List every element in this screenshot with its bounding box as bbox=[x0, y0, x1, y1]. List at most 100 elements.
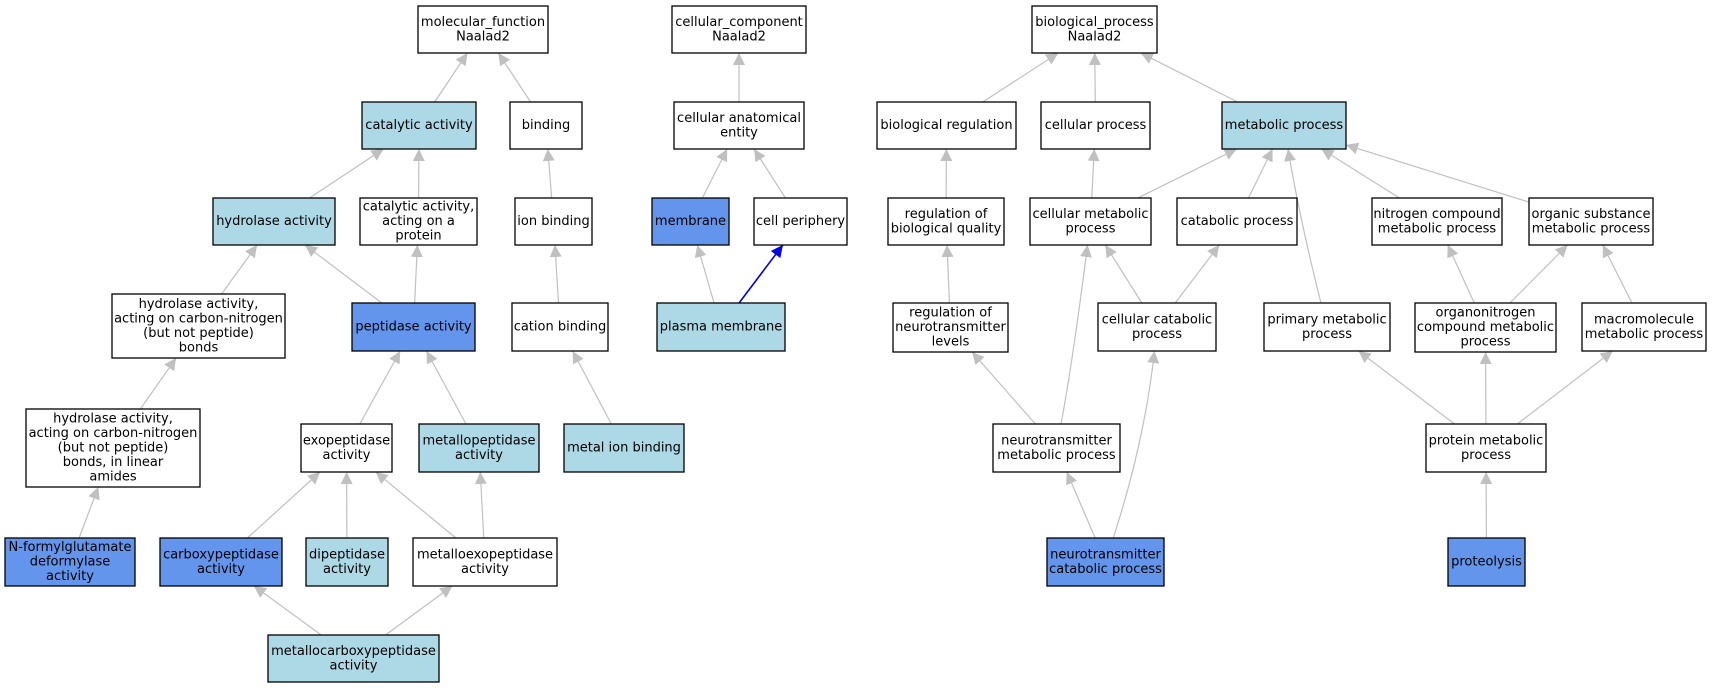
term-box bbox=[1176, 197, 1298, 246]
term-box bbox=[1029, 197, 1152, 246]
edge-binding-to-mf bbox=[497, 52, 532, 103]
edge-carboxy-to-exopep bbox=[247, 471, 321, 539]
edge-protmet-to-macro bbox=[1516, 350, 1614, 425]
term-node-catab: catabolic process bbox=[1176, 197, 1298, 246]
term-label: metal ion binding bbox=[567, 441, 681, 456]
edge-orgnitro-to-organic bbox=[1509, 244, 1569, 304]
term-box bbox=[361, 101, 477, 150]
term-box bbox=[111, 293, 286, 359]
edge-membrane-to-cae bbox=[701, 148, 728, 199]
edge-line bbox=[701, 148, 728, 199]
term-box bbox=[159, 537, 283, 587]
term-label: macromolecule bbox=[1594, 312, 1694, 327]
edge-hcnlin-to-hcn bbox=[139, 357, 177, 410]
edge-line bbox=[1247, 148, 1274, 199]
edge-macro-to-organic bbox=[1602, 244, 1633, 304]
term-node-ionbind: ion binding bbox=[514, 197, 593, 246]
term-label: biological quality bbox=[891, 221, 1002, 236]
term-label: activity bbox=[323, 562, 371, 577]
edge-line bbox=[359, 350, 401, 425]
edge-neurocat-to-neurometab bbox=[1066, 471, 1096, 539]
term-label: activity bbox=[455, 448, 503, 463]
edge-metexo-to-metallopep bbox=[474, 471, 487, 539]
edge-line bbox=[1087, 148, 1100, 199]
term-label: cell periphery bbox=[756, 214, 846, 229]
term-label: Naalad2 bbox=[1068, 29, 1122, 44]
term-node-plasma: plasma membrane bbox=[656, 302, 786, 352]
edge-line bbox=[247, 471, 321, 539]
term-label: organic substance bbox=[1532, 207, 1651, 222]
term-label: process bbox=[1461, 448, 1511, 463]
term-label: Naalad2 bbox=[456, 29, 510, 44]
edge-line bbox=[1358, 350, 1455, 425]
term-label: metalloexopeptidase bbox=[417, 547, 553, 562]
edge-line bbox=[1112, 350, 1160, 539]
term-box bbox=[4, 537, 136, 587]
term-label: cellular metabolic bbox=[1033, 207, 1149, 222]
term-box bbox=[25, 408, 201, 488]
term-label: catalytic activity bbox=[365, 118, 473, 133]
term-label: catabolic process bbox=[1181, 214, 1294, 229]
term-label: activity bbox=[197, 562, 245, 577]
term-box bbox=[1040, 101, 1151, 150]
term-node-proteolysis: proteolysis bbox=[1447, 537, 1526, 587]
term-label: metallopeptidase bbox=[422, 433, 535, 448]
term-label: plasma membrane bbox=[660, 320, 783, 335]
term-node-periphery: cell periphery bbox=[753, 197, 848, 246]
term-label: neurotransmitter bbox=[1050, 547, 1161, 562]
edge-regneuro-to-regbioq bbox=[941, 244, 954, 304]
term-label: activity bbox=[46, 569, 94, 584]
edge-line bbox=[1088, 52, 1101, 103]
term-box bbox=[1528, 197, 1654, 246]
term-label: process bbox=[1302, 327, 1352, 342]
term-label: (but not peptide) bbox=[143, 326, 254, 341]
term-box bbox=[1414, 302, 1557, 353]
edge-bioreg-to-bp bbox=[982, 52, 1059, 103]
edge-cellcat-to-catab bbox=[1174, 244, 1220, 304]
term-box bbox=[509, 101, 583, 150]
term-label: cation binding bbox=[514, 320, 607, 335]
term-label: peptidase activity bbox=[355, 320, 472, 335]
term-box bbox=[418, 423, 540, 473]
edge-metcarboxy-to-carboxy bbox=[253, 585, 322, 636]
term-label: activity bbox=[323, 448, 371, 463]
edge-line bbox=[1284, 148, 1322, 304]
term-box bbox=[359, 197, 478, 246]
term-label: metallocarboxypeptidase bbox=[271, 644, 436, 659]
term-label: N-formylglutamate bbox=[9, 540, 132, 555]
term-box bbox=[1046, 537, 1165, 587]
term-box bbox=[300, 423, 393, 473]
edge-exopep-to-peptidase bbox=[359, 350, 401, 425]
term-box bbox=[892, 302, 1009, 353]
edge-line bbox=[221, 244, 258, 295]
edge-line bbox=[542, 148, 555, 199]
term-box bbox=[1581, 302, 1707, 352]
edge-line bbox=[982, 52, 1059, 103]
term-label: regulation of bbox=[905, 207, 988, 222]
edge-catalytic-to-mf bbox=[434, 52, 468, 103]
term-box bbox=[1221, 101, 1347, 150]
term-label: cellular_component bbox=[675, 15, 803, 30]
edge-cellproc-to-bp bbox=[1088, 52, 1101, 103]
nodes-layer: molecular_functionNaalad2cellular_compon… bbox=[4, 5, 1707, 683]
term-node-metalion: metal ion binding bbox=[563, 423, 685, 473]
edge-cellmet-to-metab bbox=[1137, 148, 1237, 199]
term-box bbox=[563, 423, 685, 473]
edge-line bbox=[1104, 244, 1143, 304]
edge-peptidase-to-catprot bbox=[410, 244, 423, 304]
edge-orgnitro-to-nitro bbox=[1447, 244, 1475, 304]
edge-line bbox=[549, 244, 562, 304]
